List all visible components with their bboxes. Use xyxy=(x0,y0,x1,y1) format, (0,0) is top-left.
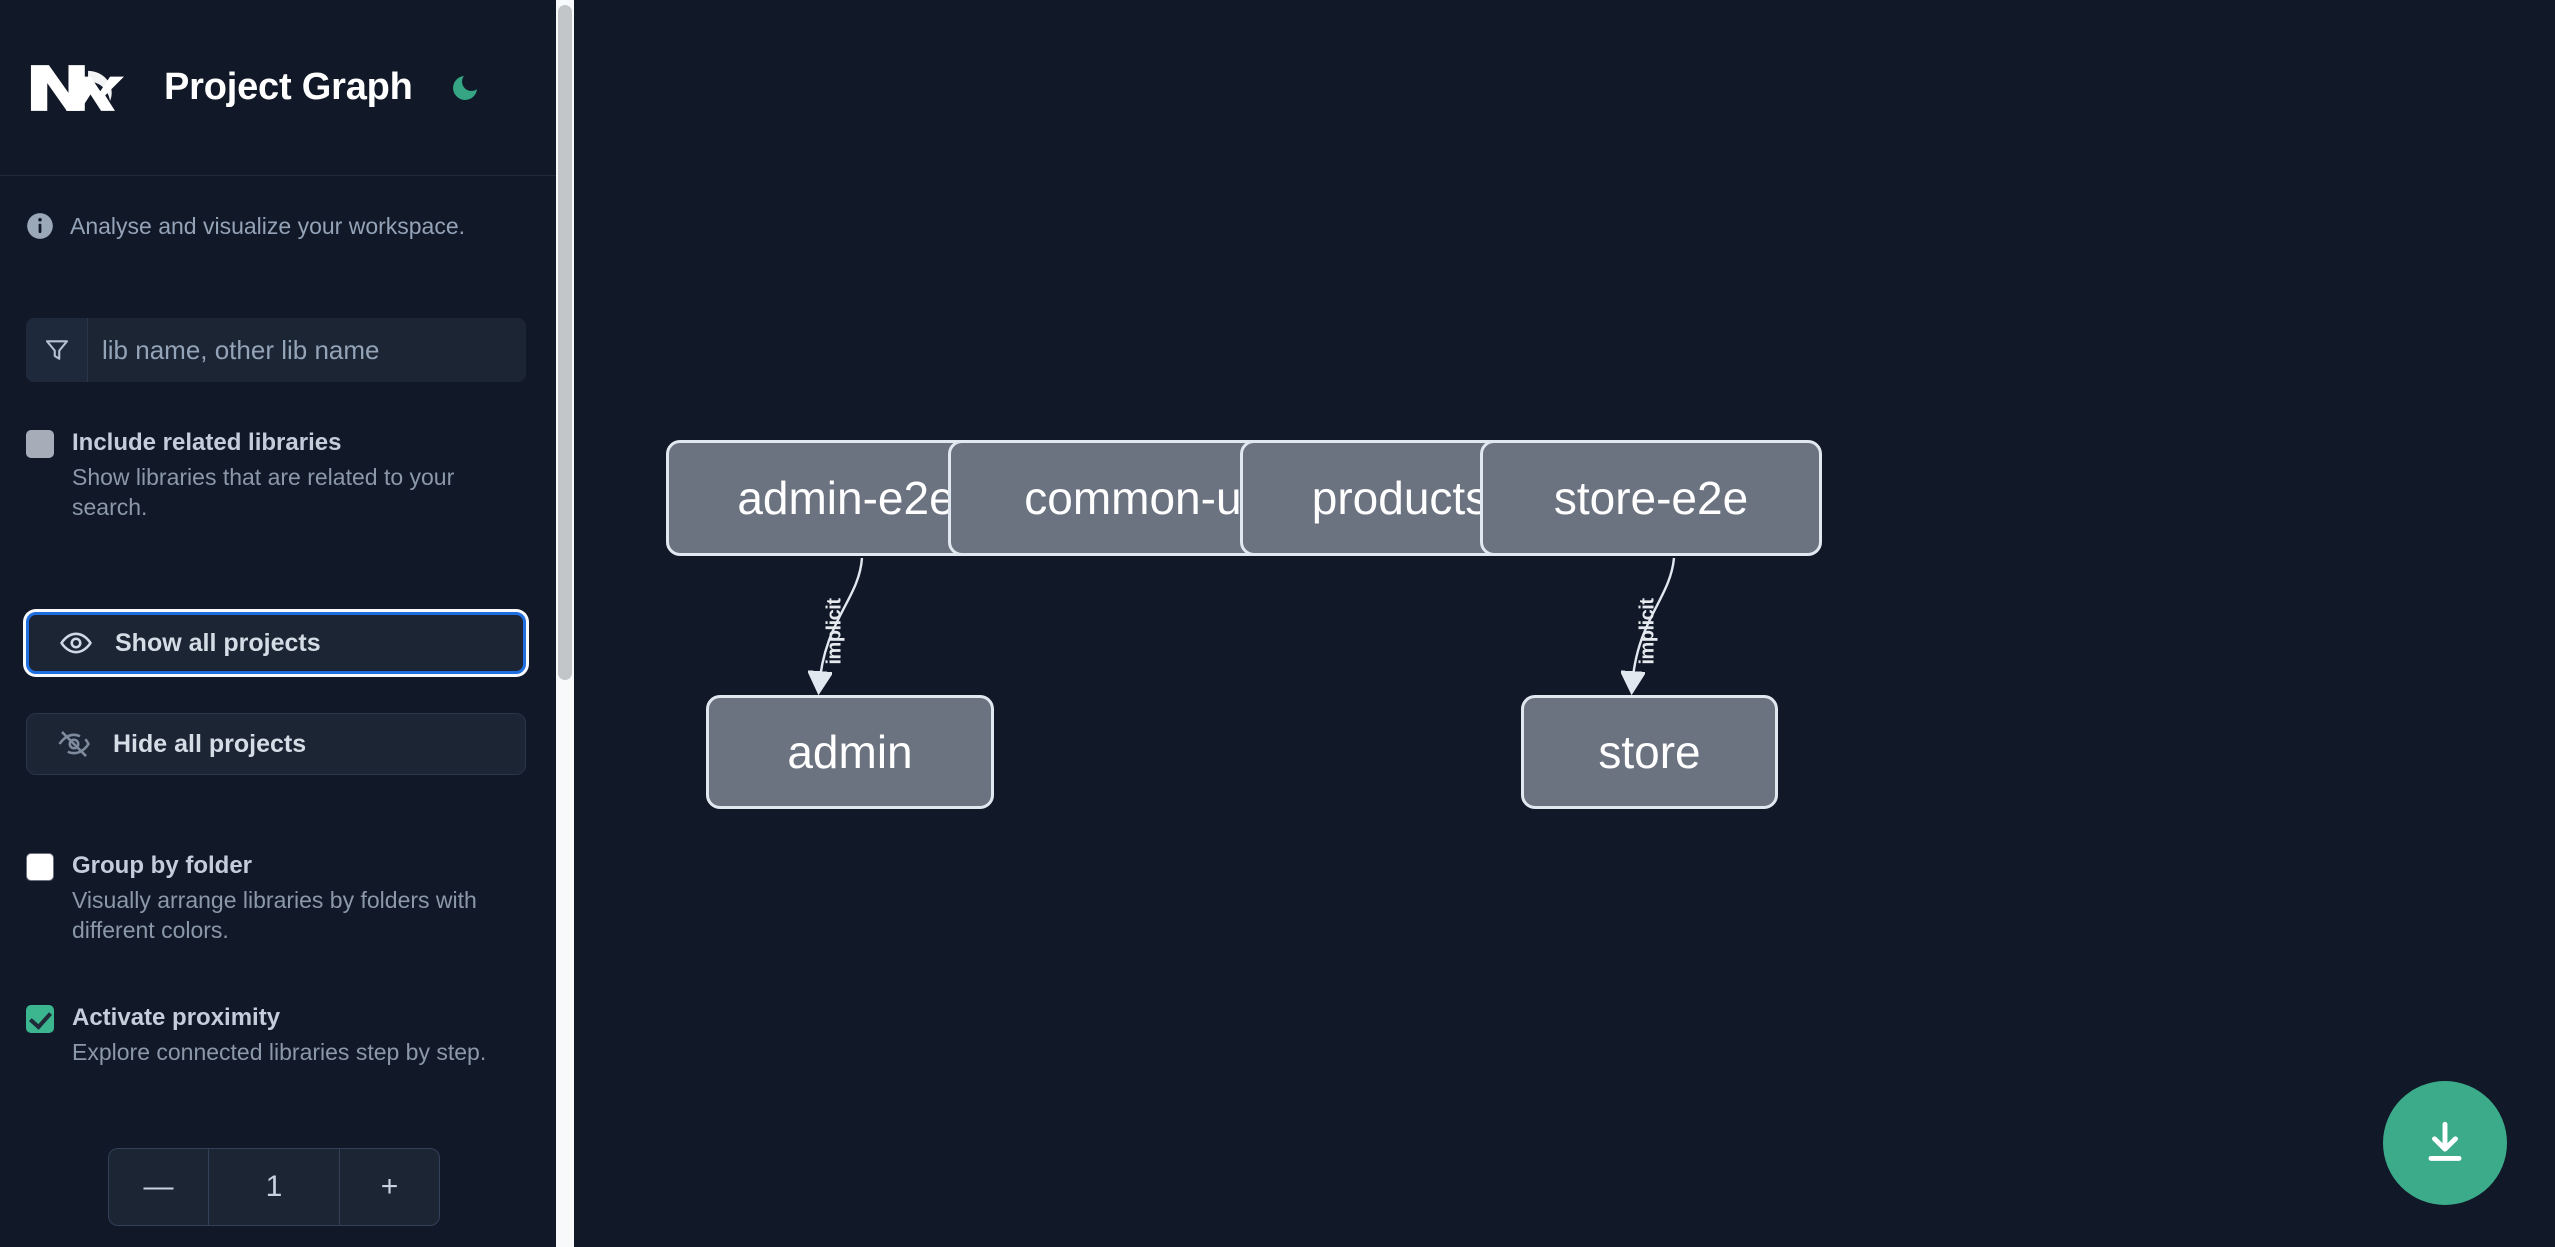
proximity-increment-button[interactable]: + xyxy=(339,1149,439,1225)
graph-node-admin[interactable]: admin xyxy=(706,695,994,809)
graph-edges xyxy=(574,557,1676,1247)
option-description: Explore connected libraries step by step… xyxy=(72,1039,487,1065)
proximity-stepper[interactable]: — 1 + xyxy=(108,1148,440,1226)
hide-all-projects-label: Hide all projects xyxy=(113,729,307,758)
sidebar-scrollbar-thumb[interactable] xyxy=(558,5,572,680)
show-all-projects-label: Show all projects xyxy=(115,628,321,657)
edge-label-implicit-store: implicit xyxy=(1636,598,1659,665)
option-activate-proximity[interactable]: Activate proximity Explore connected lib… xyxy=(26,1003,526,1067)
include-related-libraries-checkbox[interactable] xyxy=(26,430,54,458)
option-description: Visually arrange libraries by folders wi… xyxy=(72,887,477,943)
eye-off-icon xyxy=(58,731,90,757)
option-title: Include related libraries xyxy=(72,429,342,456)
graph-node-store[interactable]: store xyxy=(1521,695,1778,809)
proximity-value: 1 xyxy=(265,1170,283,1203)
option-include-related-libraries[interactable]: Include related libraries Show libraries… xyxy=(26,428,526,522)
moon-icon[interactable] xyxy=(445,68,485,108)
option-title: Activate proximity xyxy=(72,1004,281,1031)
group-by-folder-checkbox[interactable] xyxy=(26,853,54,881)
filter-search-box[interactable] xyxy=(26,318,526,382)
funnel-icon xyxy=(26,318,88,382)
option-group-by-folder[interactable]: Group by folder Visually arrange librari… xyxy=(26,851,526,945)
proximity-decrement-button[interactable]: — xyxy=(109,1149,209,1225)
show-all-projects-button[interactable]: Show all projects xyxy=(26,612,526,674)
hide-all-projects-button[interactable]: Hide all projects xyxy=(26,713,526,775)
option-description: Show libraries that are related to your … xyxy=(72,464,455,520)
eye-icon xyxy=(60,632,92,654)
project-graph-canvas[interactable]: admin-e2e common-ui products store-e2e a… xyxy=(574,0,2555,1247)
page-title: Project Graph xyxy=(164,66,413,108)
edge-label-implicit-admin: implicit xyxy=(823,598,846,665)
download-graph-button[interactable] xyxy=(2383,1081,2507,1205)
info-text: Analyse and visualize your workspace. xyxy=(70,212,466,239)
edge-store-e2e-store xyxy=(1632,557,1676,688)
activate-proximity-checkbox[interactable] xyxy=(26,1005,54,1033)
graph-node-store-e2e[interactable]: store-e2e xyxy=(1480,440,1822,556)
info-banner: Analyse and visualize your workspace. xyxy=(0,176,556,240)
sidebar-header: Project Graph xyxy=(0,0,556,176)
info-icon xyxy=(27,213,53,239)
sidebar: Project Graph Analyse and visualize your… xyxy=(0,0,556,1247)
search-input[interactable] xyxy=(88,318,526,382)
edge-admin-e2e-admin xyxy=(819,557,864,688)
nx-logo-icon xyxy=(30,64,124,111)
option-title: Group by folder xyxy=(72,852,252,879)
download-icon xyxy=(2428,1121,2462,1161)
sidebar-scrollbar[interactable] xyxy=(556,0,574,1247)
